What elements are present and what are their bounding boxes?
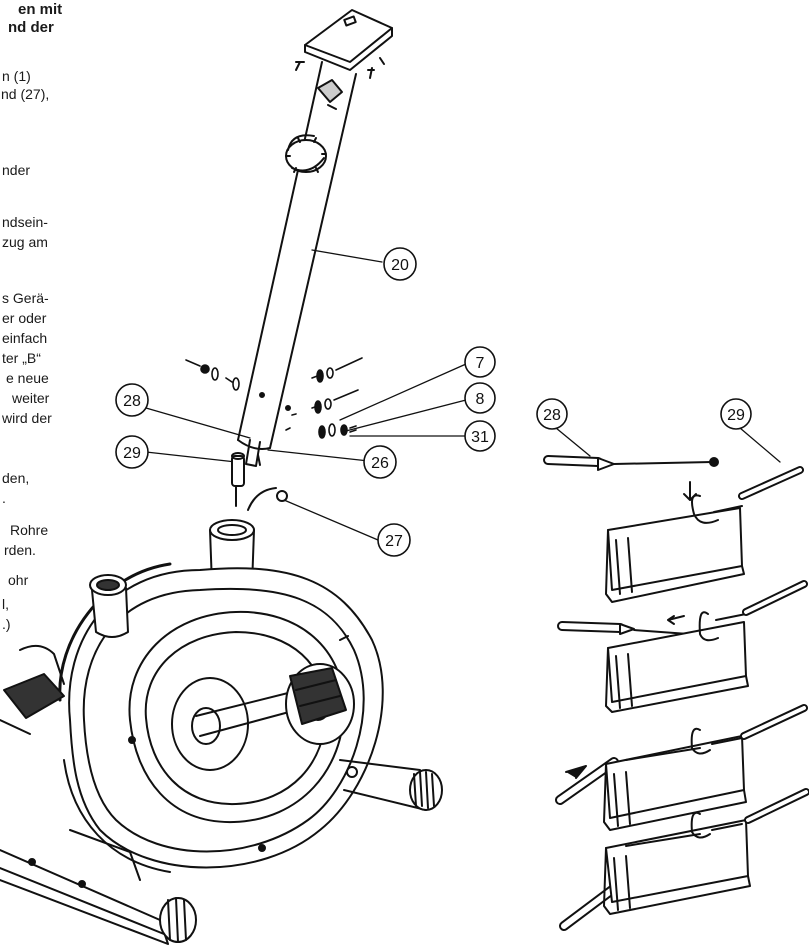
text-fragment: nd (27), <box>1 86 50 102</box>
connection-step-4 <box>559 788 809 931</box>
connector-pin <box>231 452 245 507</box>
callout-31: 31 <box>471 429 489 446</box>
text-fragment: den, <box>2 470 30 486</box>
left-bolt-set <box>185 359 240 391</box>
cable-connection-steps <box>543 427 809 931</box>
text-fragment: er oder <box>2 310 47 326</box>
callout-29: 29 <box>123 445 141 462</box>
text-fragment: s Gerä- <box>2 290 49 306</box>
main-frame <box>0 519 443 945</box>
text-fragment: Rohre <box>10 522 49 538</box>
callout-29-detail: 29 <box>727 407 745 424</box>
text-fragment: weiter <box>12 390 50 406</box>
callout-26: 26 <box>371 455 389 472</box>
right-bolt-set <box>285 357 363 439</box>
text-fragment: nd der <box>8 19 54 36</box>
text-fragment: . <box>2 490 6 506</box>
connection-step-1 <box>543 455 804 603</box>
text-fragment: en mit <box>18 1 63 18</box>
callout-28: 28 <box>123 393 141 410</box>
callout-8: 8 <box>476 391 485 408</box>
text-fragment: wird der <box>2 410 52 426</box>
callout-circles <box>115 247 752 557</box>
text-fragment: zug am <box>2 234 48 250</box>
text-fragment: e neue <box>6 370 49 386</box>
upright-post <box>237 9 393 467</box>
cable-27 <box>247 487 288 511</box>
text-fragment: nder <box>2 162 31 178</box>
callout-27: 27 <box>385 533 403 550</box>
text-fragment: ter „B“ <box>2 350 41 366</box>
connection-step-3 <box>555 704 808 831</box>
callout-28-detail: 28 <box>543 407 561 424</box>
callout-labels: 20 7 8 31 28 29 26 27 28 29 <box>123 257 745 550</box>
text-fragment: ohr <box>8 572 29 588</box>
connection-step-2 <box>557 580 808 713</box>
text-fragment: ndsein- <box>2 214 48 230</box>
callout-7: 7 <box>476 355 485 372</box>
text-fragment: einfach <box>2 330 48 346</box>
text-fragment: rden. <box>4 542 36 558</box>
text-fragment: n (1) <box>2 68 31 84</box>
leader-lines <box>145 249 467 541</box>
callout-20: 20 <box>391 257 409 274</box>
text-fragment: l, <box>2 596 9 612</box>
text-fragment: .) <box>2 616 11 632</box>
